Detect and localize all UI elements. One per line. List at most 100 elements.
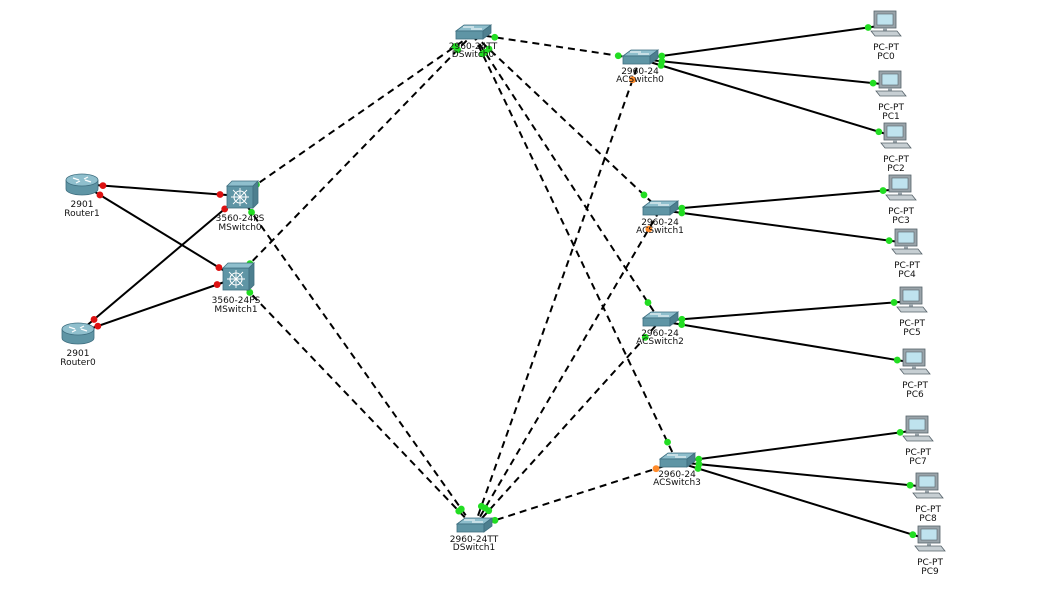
port-light-PC6-22 [893,356,901,364]
port-light-ACSwitch1-9 [640,191,648,199]
port-light-ACSwitch1-20 [678,209,686,217]
link-DSwitch1-ACSwitch0[interactable] [473,58,641,528]
link-DSwitch1-ACSwitch3[interactable] [473,461,678,528]
port-light-MSwitch1-3 [213,281,221,288]
port-light-Router1-0 [99,182,107,189]
link-DSwitch1-ACSwitch1[interactable] [473,209,661,528]
device-name-label: DSwitch1 [453,543,495,553]
router-icon [61,322,95,345]
link-ACSwitch2-PC5[interactable] [659,300,913,322]
pc-icon [880,122,912,149]
device-name-label: PC4 [898,270,916,280]
port-light-MSwitch1-7 [246,289,254,296]
port-light-Router0-3 [94,322,102,330]
port-light-ACSwitch0-16 [658,52,666,60]
device-name-label: Router0 [60,358,96,368]
device-model-label: 2901 [71,200,94,210]
link-ACSwitch1-PC3[interactable] [659,188,902,211]
port-light-PC8-24 [906,481,914,489]
port-light-PC0-16 [864,24,872,31]
device-name-label: PC8 [919,514,937,524]
link-DSwitch1-ACSwitch2[interactable] [473,320,661,528]
port-light-ACSwitch3-25 [694,465,702,472]
port-light-ACSwitch2-10 [644,299,652,306]
device-model-label: 2960-24 [658,470,696,480]
link-ACSwitch0-PC0[interactable] [639,24,887,60]
link-ACSwitch3-PC9[interactable] [676,461,931,541]
device-name-label: Router1 [64,209,100,219]
pc-icon [875,70,907,97]
link-DSwitch0-ACSwitch2[interactable] [472,33,661,322]
port-light-ACSwitch0-12 [629,76,637,84]
pc-icon [914,525,946,552]
device-name-label: PC6 [906,390,924,400]
port-light-PC4-20 [885,237,893,245]
device-name-label: MSwitch1 [214,305,257,315]
device-name-label: PC3 [892,216,909,226]
device-model-label: PC-PT [917,558,943,568]
link-Router1-MSwitch0[interactable] [81,183,241,197]
link-ACSwitch3-PC7[interactable] [676,429,919,463]
link-Router1-MSwitch1[interactable] [81,183,237,279]
device-name-label: DSwitch0 [452,50,495,60]
device-model-label: 2960-24TT [450,535,499,545]
link-DSwitch0-ACSwitch3[interactable] [472,33,678,463]
link-ACSwitch0-PC1[interactable] [639,58,892,86]
device-name-label: PC9 [921,567,939,577]
device-model-label: 3560-24PS [216,214,265,224]
switch-icon [641,311,680,327]
link-MSwitch0-DSwitch1[interactable] [239,195,475,528]
mlswitch-icon [226,180,259,209]
link-DSwitch0-ACSwitch0[interactable] [472,33,641,60]
link-MSwitch1-DSwitch0[interactable] [235,33,474,279]
mlswitch-icon [222,262,255,291]
pc-icon [896,286,928,313]
switch-icon [641,200,680,216]
link-ACSwitch1-PC4[interactable] [659,209,908,244]
port-light-MSwitch0-2 [221,205,229,213]
device-model-label: PC-PT [915,505,941,515]
device-name-label: PC0 [877,52,895,62]
link-DSwitch0-ACSwitch1[interactable] [472,33,661,211]
link-ACSwitch3-PC8[interactable] [676,461,929,488]
link-Router0-MSwitch0[interactable] [77,195,241,334]
pc-icon [870,10,902,37]
device-name-label: ACSwitch0 [616,75,664,85]
link-MSwitch1-DSwitch1[interactable] [235,277,475,528]
link-Router0-MSwitch1[interactable] [77,277,237,334]
link-ACSwitch2-PC6[interactable] [659,320,916,364]
switch-icon [658,452,697,468]
device-model-label: PC-PT [888,207,914,217]
device-name-label: ACSwitch3 [653,478,701,488]
device-model-label: PC-PT [894,261,920,271]
device-name-label: ACSwitch2 [636,337,684,347]
pc-icon [912,472,944,499]
link-ACSwitch0-PC2[interactable] [639,58,897,138]
link-MSwitch0-DSwitch0[interactable] [239,33,474,197]
port-light-Router1-1 [96,191,104,199]
port-light-ACSwitch2-14 [641,333,649,341]
device-name-label: PC1 [882,112,899,122]
port-light-DSwitch0-6 [454,46,462,54]
